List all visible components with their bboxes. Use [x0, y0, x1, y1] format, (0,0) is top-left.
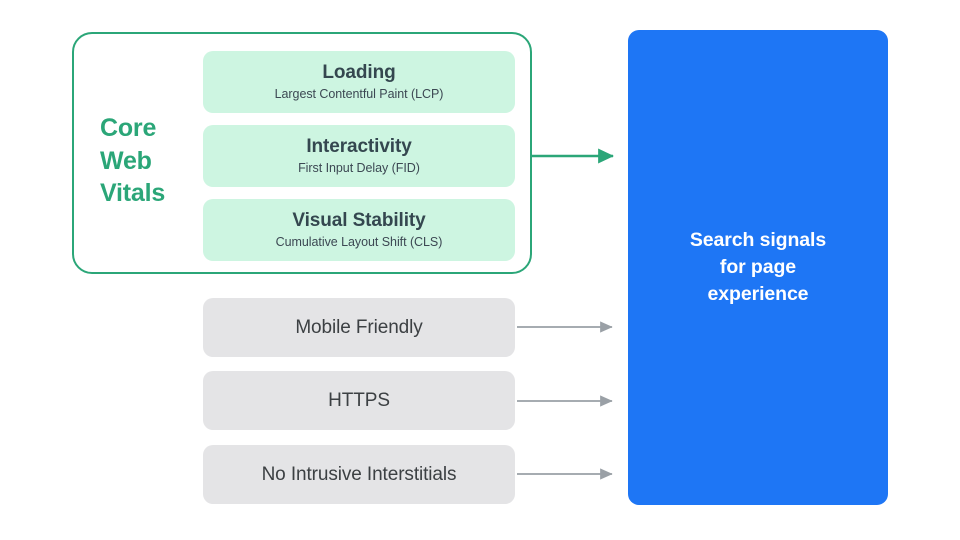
metric-card-title: Interactivity: [306, 136, 412, 158]
core-web-vitals-label-line2: Web: [100, 146, 152, 175]
signal-box-label: HTTPS: [328, 389, 390, 411]
metric-card-subtitle: Cumulative Layout Shift (CLS): [275, 235, 443, 250]
search-signals-box[interactable]: Search signals for page experience: [628, 30, 888, 505]
core-web-vitals-label-line3: Vitals: [100, 179, 166, 207]
signal-box-https[interactable]: HTTPS: [203, 371, 515, 430]
metric-card-subtitle: First Input Delay (FID): [298, 161, 420, 176]
metric-card-title: Visual Stability: [292, 210, 426, 232]
signal-box-no-intrusive-interstitials[interactable]: No Intrusive Interstitials: [203, 445, 515, 504]
metric-card-title: Loading: [322, 62, 396, 84]
search-signals-text: Search signals for page experience: [689, 229, 827, 305]
signal-box-label: Mobile Friendly: [295, 316, 423, 338]
signal-box-mobile-friendly[interactable]: Mobile Friendly: [203, 298, 515, 357]
metric-card-interactivity[interactable]: Interactivity First Input Delay (FID): [203, 125, 515, 187]
signal-box-label: No Intrusive Interstitials: [261, 463, 457, 485]
metric-card-loading[interactable]: Loading Largest Contentful Paint (LCP): [203, 51, 515, 113]
metric-card-subtitle: Largest Contentful Paint (LCP): [274, 87, 444, 102]
core-web-vitals-label-line1: Core: [100, 114, 157, 142]
metric-card-visual-stability[interactable]: Visual Stability Cumulative Layout Shift…: [203, 199, 515, 261]
